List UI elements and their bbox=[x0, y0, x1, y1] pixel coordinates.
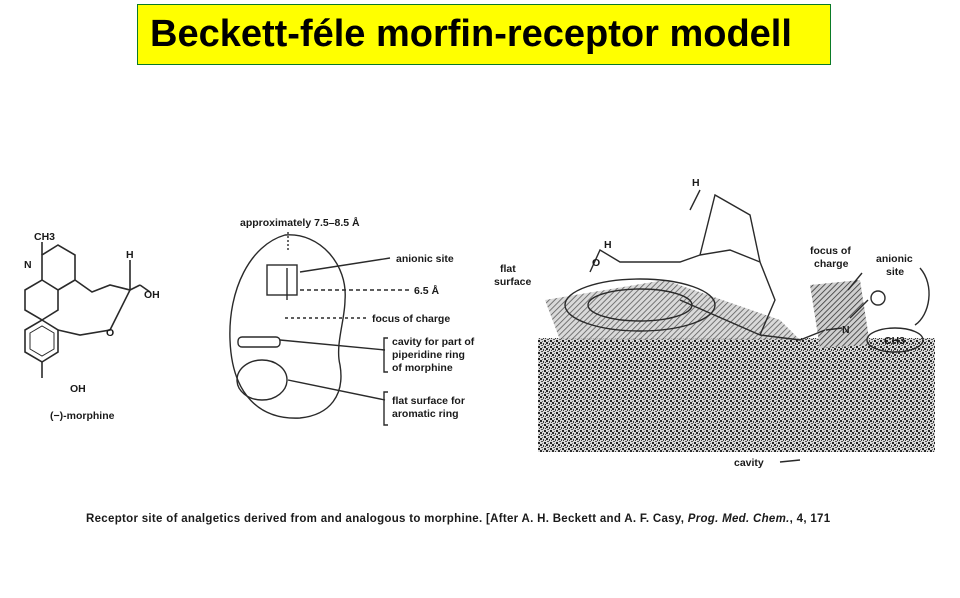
morphine-n: N bbox=[24, 259, 32, 271]
anionic-site-label: anionic site bbox=[396, 253, 454, 265]
focus-persp-2: charge bbox=[814, 258, 849, 270]
h-top-persp: H bbox=[692, 177, 700, 189]
o-persp: O bbox=[592, 257, 600, 269]
distance-mid: 6.5 Å bbox=[414, 284, 440, 297]
flat-surface-label-2: aromatic ring bbox=[392, 408, 459, 420]
slide-title: Beckett-féle morfin-receptor modell bbox=[150, 13, 792, 55]
receptor-surface-block bbox=[538, 338, 935, 452]
flat-surface-persp-1: flat bbox=[500, 263, 516, 275]
morphine-label: (−)-morphine bbox=[50, 410, 115, 422]
flat-surface-label-1: flat surface for bbox=[392, 395, 465, 407]
morphine-h: H bbox=[126, 249, 134, 261]
title-banner: Beckett-féle morfin-receptor modell bbox=[137, 4, 831, 65]
cavity-persp: cavity bbox=[734, 457, 764, 469]
receptor-schematic bbox=[229, 232, 410, 426]
cavity-label-1: cavity for part of bbox=[392, 336, 475, 348]
flat-surface-persp-2: surface bbox=[494, 276, 532, 288]
caption-main: Receptor site of analgetics derived from… bbox=[86, 513, 684, 525]
anionic-persp-2: site bbox=[886, 266, 904, 278]
cavity-label-2: piperidine ring bbox=[392, 349, 465, 361]
distance-top: approximately 7.5–8.5 Å bbox=[240, 216, 360, 229]
receptor-perspective bbox=[538, 189, 935, 463]
cavity-label-3: of morphine bbox=[392, 362, 453, 374]
h-persp: H bbox=[604, 239, 612, 251]
figure-caption: Receptor site of analgetics derived from… bbox=[86, 513, 831, 525]
morphine-structure bbox=[24, 242, 151, 378]
n-persp: N bbox=[842, 324, 850, 336]
ch3-persp: CH3 bbox=[884, 335, 905, 347]
caption-rest: , 4, 171 bbox=[790, 513, 831, 525]
morphine-ch3: CH3 bbox=[34, 231, 55, 243]
caption-journal: Prog. Med. Chem. bbox=[688, 513, 790, 525]
morphine-oh-right: OH bbox=[144, 289, 160, 301]
anionic-persp-1: anionic bbox=[876, 253, 913, 265]
morphine-ring-o: O bbox=[106, 327, 114, 339]
focus-persp-1: focus of bbox=[810, 245, 851, 257]
focus-of-charge-label: focus of charge bbox=[372, 313, 450, 325]
morphine-oh-bottom: OH bbox=[70, 383, 86, 395]
